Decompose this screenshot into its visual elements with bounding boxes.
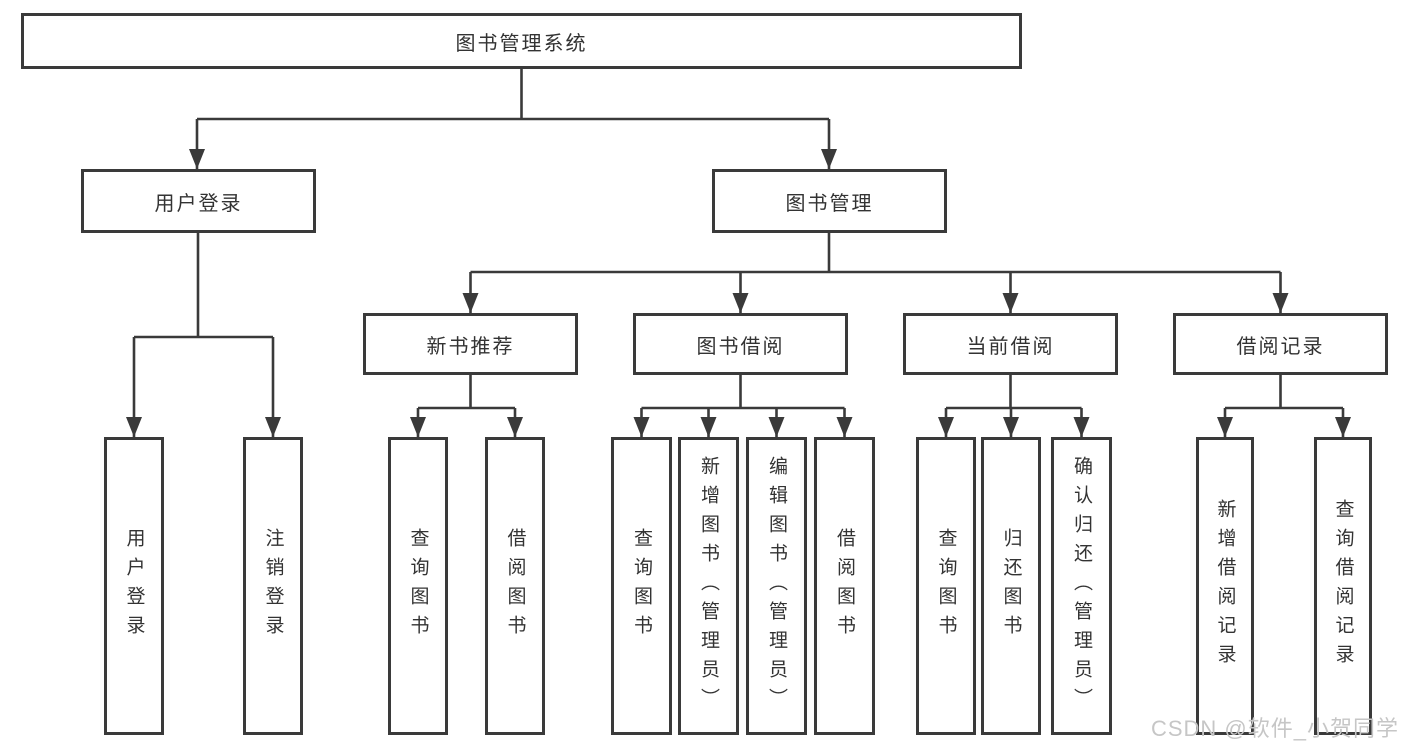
leaf-label: 查询图书 xyxy=(935,528,957,644)
node-user-login: 用户登录 xyxy=(81,169,316,233)
leaf-query-books-3: 查询图书 xyxy=(916,437,976,735)
leaf-query-borrow-record: 查询借阅记录 xyxy=(1314,437,1372,735)
node-label: 用户登录 xyxy=(154,192,243,215)
leaf-borrow-books-1: 借阅图书 xyxy=(485,437,545,735)
node-label: 当前借阅 xyxy=(966,335,1055,358)
leaf-label: 新增图书（管理员） xyxy=(698,455,719,717)
leaf-logout: 注销登录 xyxy=(243,437,303,735)
leaf-user-login: 用户登录 xyxy=(104,437,164,735)
leaf-borrow-books-2: 借阅图书 xyxy=(814,437,875,735)
leaf-label: 借阅图书 xyxy=(834,528,855,644)
node-library-management-system: 图书管理系统 xyxy=(21,13,1022,69)
leaf-label: 查询图书 xyxy=(407,528,429,644)
leaf-label: 归还图书 xyxy=(1000,528,1022,644)
leaf-label: 查询借阅记录 xyxy=(1332,499,1354,673)
node-label: 图书管理 xyxy=(785,192,874,215)
leaf-query-books-1: 查询图书 xyxy=(388,437,448,735)
leaf-label: 查询图书 xyxy=(631,528,652,644)
leaf-label: 用户登录 xyxy=(123,528,145,644)
leaf-label: 确认归还（管理员） xyxy=(1071,455,1092,717)
node-label: 图书管理系统 xyxy=(455,32,588,55)
leaf-label: 编辑图书（管理员） xyxy=(766,455,787,717)
leaf-label: 新增借阅记录 xyxy=(1214,499,1236,673)
node-book-management: 图书管理 xyxy=(712,169,947,233)
node-book-borrowing: 图书借阅 xyxy=(633,313,848,375)
leaf-label: 借阅图书 xyxy=(504,528,526,644)
leaf-query-books-2: 查询图书 xyxy=(611,437,672,735)
leaf-edit-book-admin: 编辑图书（管理员） xyxy=(746,437,807,735)
node-label: 借阅记录 xyxy=(1236,335,1325,358)
leaf-confirm-return-admin: 确认归还（管理员） xyxy=(1051,437,1112,735)
leaf-return-book: 归还图书 xyxy=(981,437,1041,735)
leaf-add-borrow-record: 新增借阅记录 xyxy=(1196,437,1254,735)
node-new-book-recommend: 新书推荐 xyxy=(363,313,578,375)
leaf-label: 注销登录 xyxy=(262,528,284,644)
node-label: 新书推荐 xyxy=(426,335,515,358)
node-label: 图书借阅 xyxy=(696,335,785,358)
node-current-borrowing: 当前借阅 xyxy=(903,313,1118,375)
leaf-add-book-admin: 新增图书（管理员） xyxy=(678,437,739,735)
watermark-text: CSDN @软件_小贺同学 xyxy=(1150,716,1399,741)
node-borrowing-records: 借阅记录 xyxy=(1173,313,1388,375)
